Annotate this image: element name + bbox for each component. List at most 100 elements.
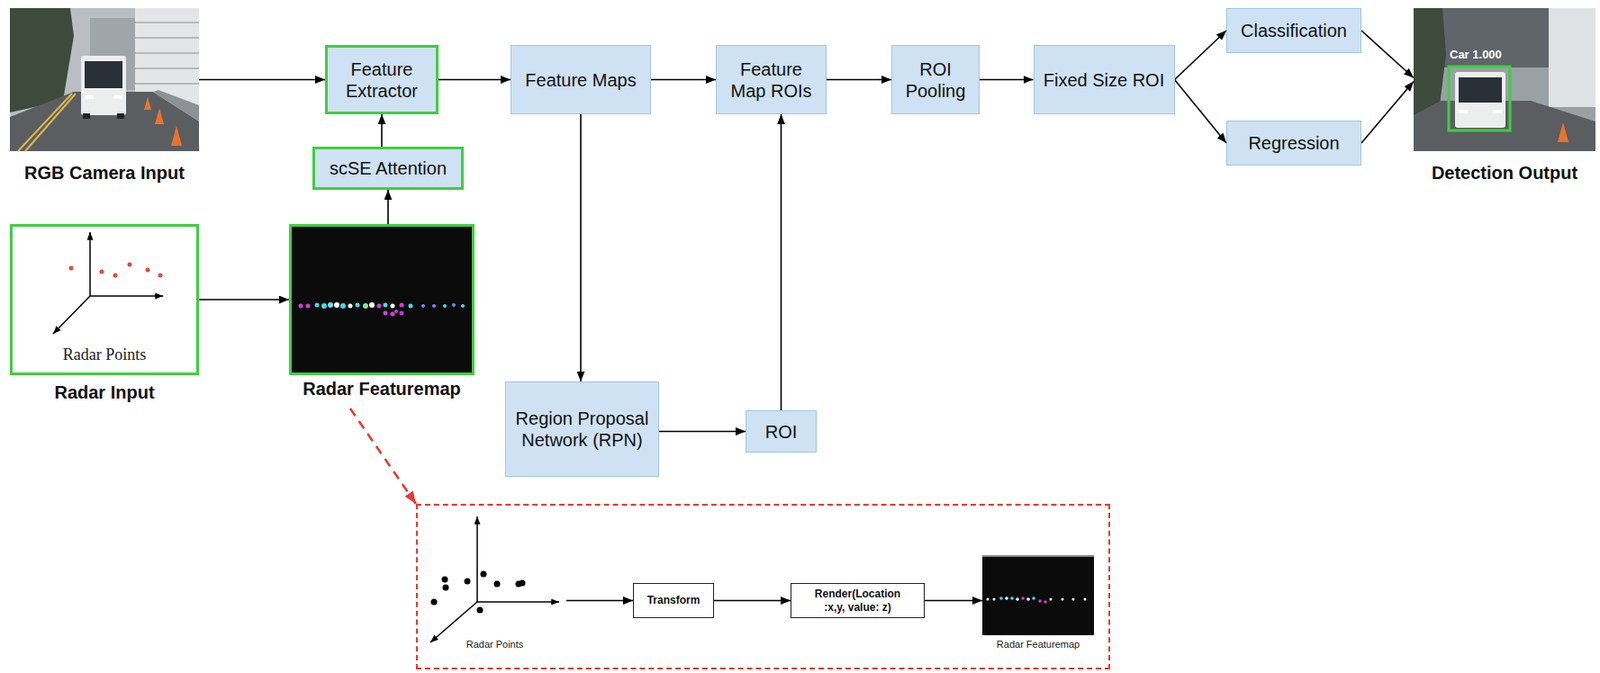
- box-label: ROI Pooling: [899, 58, 972, 102]
- radar-featuremap-image: [442, 304, 447, 308]
- node-caption: Radar Featuremap: [302, 378, 462, 400]
- inset-radar-point: [464, 578, 471, 586]
- camera-photo: [81, 55, 127, 116]
- process-box: Region Proposal Network (RPN): [505, 381, 660, 478]
- inset-featuremap-image: [1026, 597, 1031, 602]
- inset-radar-point: [494, 581, 501, 588]
- camera-photo: [135, 67, 199, 70]
- radar-axes: [53, 296, 91, 335]
- radar-featuremap-image: [315, 303, 320, 308]
- radar-featuremap-image: [432, 304, 436, 308]
- inset-featuremap-image: [1072, 598, 1076, 602]
- inset-featuremap-image: [1021, 596, 1025, 601]
- inset-featuremap-image: [982, 555, 1094, 636]
- box-label: Feature Extractor: [334, 58, 429, 102]
- radar-point: [145, 268, 151, 273]
- flow-arrow: [650, 79, 716, 82]
- camera-photo: [84, 61, 123, 89]
- detection-photo: [1548, 8, 1596, 108]
- step-box: Render(Location :x,y, value: z): [790, 583, 925, 619]
- inset-featuremap-image: [1084, 598, 1087, 602]
- process-box: Fixed Size ROI: [1033, 45, 1176, 115]
- radar-featuremap-image: [399, 303, 405, 308]
- inset-radar-plot: Radar Points: [423, 515, 567, 653]
- box-label: Feature Map ROIs: [723, 58, 819, 102]
- radar-featuremap-image: [355, 303, 361, 308]
- flow-arrow: [579, 114, 582, 382]
- detection-box: [1448, 66, 1510, 131]
- inset-axes: [477, 601, 560, 604]
- detection-output-image: Car 1.000Detection Output: [1413, 8, 1596, 152]
- radar-featuremap-image: [399, 311, 405, 317]
- camera-photo: [154, 108, 164, 125]
- inset-featuremap-image: [1043, 600, 1048, 605]
- box-label: Render(Location :x,y, value: z): [805, 587, 910, 615]
- radar-featuremap-image: [408, 304, 414, 309]
- detection-photo: [1455, 72, 1506, 128]
- radar-featuremap-image: [390, 312, 396, 317]
- inset-featuremap-image: [1061, 598, 1065, 602]
- radar-featuremap-image: [451, 303, 456, 308]
- box-label: Feature Maps: [524, 69, 636, 91]
- radar-featuremap-image: [327, 302, 334, 308]
- detection-photo: [1458, 109, 1468, 114]
- camera-photo: [135, 52, 199, 55]
- radar-input-box: Radar PointsRadar Input: [9, 224, 199, 376]
- flow-arrow: [826, 79, 892, 82]
- process-box: Feature Map ROIs: [715, 45, 827, 115]
- node-caption: Car 1.000: [1449, 47, 1502, 63]
- inset-featuremap-image: [982, 555, 1094, 636]
- box-label: Fixed Size ROI: [1043, 69, 1165, 91]
- inset-axes: [430, 602, 478, 643]
- box-label: scSE Attention: [329, 157, 447, 180]
- box-label: Regression: [1247, 132, 1339, 154]
- node-caption: Radar Input: [54, 381, 154, 404]
- radar-featuremap-image: [390, 304, 396, 309]
- radar-featuremap-image: [421, 304, 425, 308]
- flow-arrow: [1175, 30, 1228, 81]
- detection-photo: [1413, 8, 1447, 118]
- camera-photo: [171, 126, 182, 146]
- flow-arrow: [979, 79, 1034, 82]
- inset-featuremap-image: [1004, 596, 1009, 601]
- detection-photo: [1413, 8, 1596, 152]
- flow-arrow: [198, 298, 290, 301]
- radar-point: [113, 273, 118, 279]
- inset-featuremap-image: [993, 598, 996, 602]
- radar-featuremap-image: [321, 303, 327, 309]
- camera-photo: [113, 95, 123, 100]
- radar-point: [127, 262, 133, 268]
- step-box: Transform: [632, 583, 715, 619]
- radar-featuremap-image: [289, 224, 475, 376]
- flow-arrow: [659, 431, 746, 434]
- inset-featuremap-image: [1038, 599, 1042, 604]
- inset-radar-point: [442, 585, 450, 592]
- radar-featuremap-image: [383, 303, 389, 308]
- inset-featuremap-image: [982, 555, 1094, 558]
- inset-radar-point: [519, 580, 526, 588]
- detection-photo: [1557, 122, 1569, 143]
- camera-photo: [82, 113, 91, 119]
- flow-arrow: [566, 600, 633, 603]
- inset-featuremap-image: [1049, 598, 1053, 602]
- detail-inset: Radar Points Transform Render(Location :x,…: [415, 504, 1111, 670]
- camera-photo: [117, 113, 125, 119]
- detection-photo: [1458, 77, 1502, 103]
- camera-photo: [135, 22, 199, 84]
- inset-featuremap-image: [999, 596, 1004, 601]
- process-box: ROI: [745, 410, 817, 453]
- radar-featuremap-image: [340, 303, 346, 309]
- radar-featuremap-image: [369, 302, 375, 308]
- radar-featuremap-image: [306, 304, 311, 309]
- radar-point: [99, 270, 105, 275]
- inset-featuremap-image: [1015, 597, 1020, 602]
- node-caption: Radar Points: [466, 639, 525, 651]
- box-label: Classification: [1240, 19, 1347, 42]
- radar-featuremap-image: [377, 304, 382, 309]
- camera-photo: [135, 36, 199, 39]
- flow-arrow: [438, 79, 511, 82]
- radar-axes: [53, 232, 163, 335]
- radar-featuremap-image: [298, 304, 304, 309]
